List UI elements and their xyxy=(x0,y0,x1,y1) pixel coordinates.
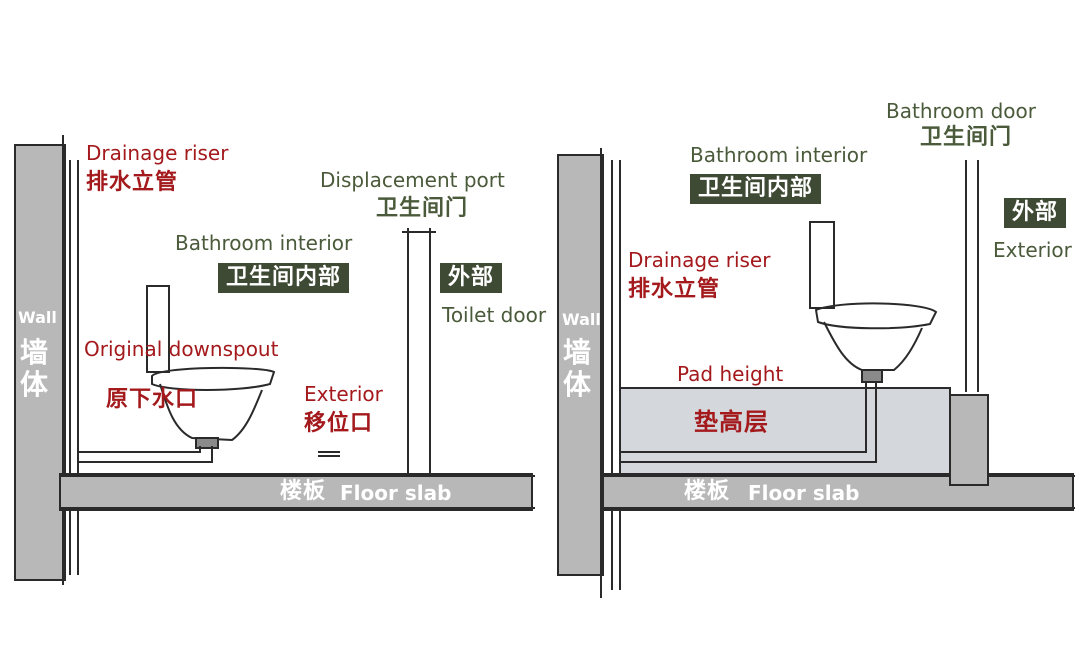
right-wall xyxy=(557,154,604,576)
right-bathroom-interior-label-en: Bathroom interior xyxy=(690,143,868,167)
left-exterior-label-en: Exterior xyxy=(304,382,383,406)
right-bathroom-door-label-cn: 卫生间门 xyxy=(920,125,1013,150)
right-drain-pipe xyxy=(620,382,877,463)
left-displacement-port-label-en: Displacement port xyxy=(320,168,505,192)
left-toilet-door-label-en: Toilet door xyxy=(442,303,547,327)
left-exterior-box-cn: 外部 xyxy=(440,263,503,293)
right-drainage-riser-label-cn: 排水立管 xyxy=(628,277,721,302)
left-floor-slab xyxy=(59,473,533,511)
left-toilet-bowl xyxy=(159,383,263,442)
left-toilet-seat xyxy=(151,366,276,391)
left-bathroom-door-label-cn: 卫生间门 xyxy=(376,196,469,221)
right-toilet-cistern xyxy=(809,221,835,309)
right-exterior-box-cn: 外部 xyxy=(1004,198,1067,228)
left-drain-pipe xyxy=(78,446,213,463)
right-floor-slab xyxy=(602,473,1074,511)
right-drainage-riser-label-en: Drainage riser xyxy=(628,248,771,272)
right-toilet-outlet xyxy=(861,369,883,383)
right-bathroom-interior-box-cn: 卫生间内部 xyxy=(690,174,822,204)
left-original-downspout-label-cn: 原下水口 xyxy=(106,387,199,412)
left-floor-slab-label-en: Floor slab xyxy=(340,481,452,505)
right-pad-height-label-en: Pad height xyxy=(677,362,784,386)
left-bathroom-interior-box-cn: 卫生间内部 xyxy=(218,263,350,293)
left-drainage-riser-label-cn: 排水立管 xyxy=(86,170,179,195)
left-drainage-riser-label-en: Drainage riser xyxy=(86,141,229,165)
right-step-block xyxy=(949,394,989,486)
left-toilet-outlet xyxy=(195,437,219,449)
left-wall-label-en: Wall xyxy=(18,308,57,327)
right-toilet-seat xyxy=(814,302,938,330)
left-floor-slab-label-cn: 楼板 xyxy=(280,479,327,504)
left-bathroom-interior-label-en: Bathroom interior xyxy=(175,231,353,255)
right-floor-slab-label-en: Floor slab xyxy=(748,481,860,505)
right-exterior-label-en: Exterior xyxy=(993,238,1072,262)
left-original-downspout-label-en: Original downspout xyxy=(84,337,279,361)
right-pad-layer-label-cn: 垫高层 xyxy=(694,408,769,436)
left-wall-label-cn: 墙体 xyxy=(20,336,49,402)
right-wall-label-en: Wall xyxy=(562,310,601,329)
left-panel xyxy=(14,135,535,585)
right-floor-slab-label-cn: 楼板 xyxy=(684,479,731,504)
left-wall xyxy=(14,144,66,581)
left-shifted-port-label-cn: 移位口 xyxy=(304,411,374,436)
right-panel xyxy=(557,148,1075,598)
right-wall-label-cn: 墙体 xyxy=(563,336,592,402)
right-bathroom-door-label-en: Bathroom door xyxy=(886,99,1036,123)
